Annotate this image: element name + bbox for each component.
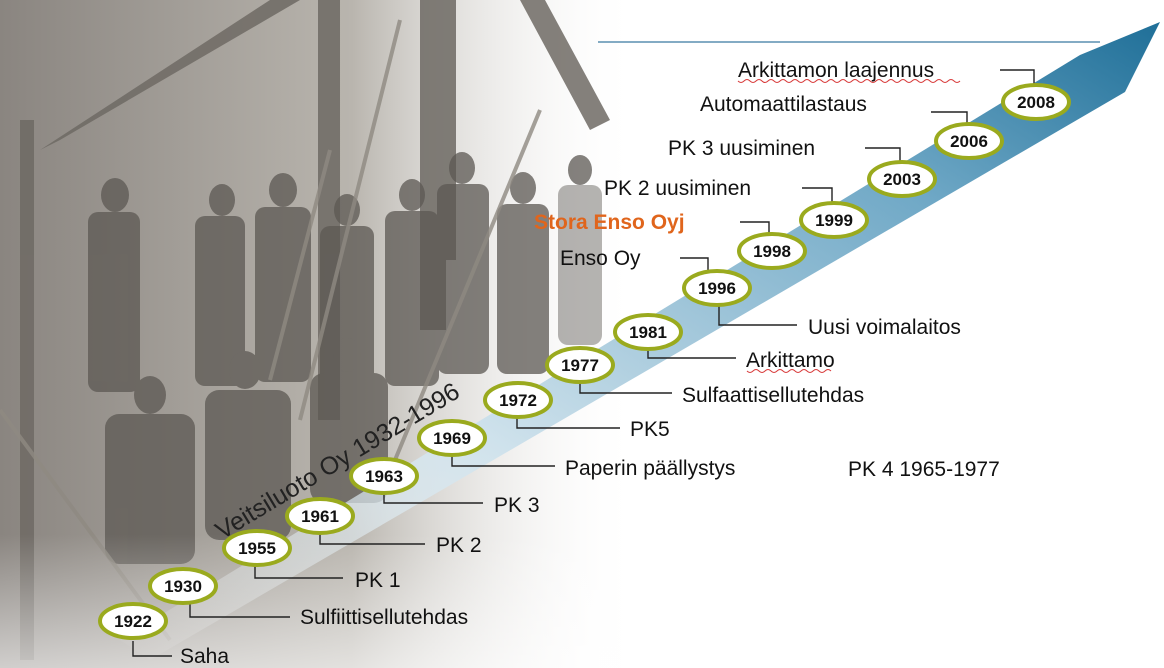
year-label: 1998	[753, 242, 791, 261]
milestone-label: PK5	[630, 418, 670, 441]
year-label: 2003	[883, 170, 921, 189]
milestone-label: Paperin päällystys	[565, 457, 735, 480]
side-note: PK 4 1965-1977	[848, 458, 1000, 481]
milestone-label: Arkittamo	[746, 349, 835, 372]
year-label: 1977	[561, 356, 599, 375]
milestone-label: Sulfaattisellutehdas	[682, 384, 864, 407]
milestone-label: PK 2	[436, 534, 482, 557]
year-label: 1955	[238, 539, 276, 558]
year-label: 1969	[433, 429, 471, 448]
year-label: 1930	[164, 577, 202, 596]
milestone-label: Uusi voimalaitos	[808, 316, 961, 339]
year-label: 1972	[499, 391, 537, 410]
milestone-label-secondary: Enso Oy	[560, 247, 641, 270]
milestone-label: Arkittamon laajennus	[738, 59, 934, 82]
year-label: 1963	[365, 467, 403, 486]
milestone-label: Saha	[180, 645, 229, 668]
year-label: 1961	[301, 507, 339, 526]
milestone-label: PK 3	[494, 494, 540, 517]
milestone-label: PK 2 uusiminen	[604, 177, 751, 200]
year-label: 2006	[950, 132, 988, 151]
milestone-label: Stora Enso Oyj	[534, 211, 685, 234]
milestone-label: PK 1	[355, 569, 401, 592]
milestone-label: PK 3 uusiminen	[668, 137, 815, 160]
year-label: 1996	[698, 279, 736, 298]
year-label: 1981	[629, 323, 667, 342]
year-label: 2008	[1017, 93, 1055, 112]
milestone-label: Sulfiittisellutehdas	[300, 606, 468, 629]
year-label: 1922	[114, 612, 152, 631]
year-label: 1999	[815, 211, 853, 230]
milestone-label: Automaattilastaus	[700, 93, 867, 116]
